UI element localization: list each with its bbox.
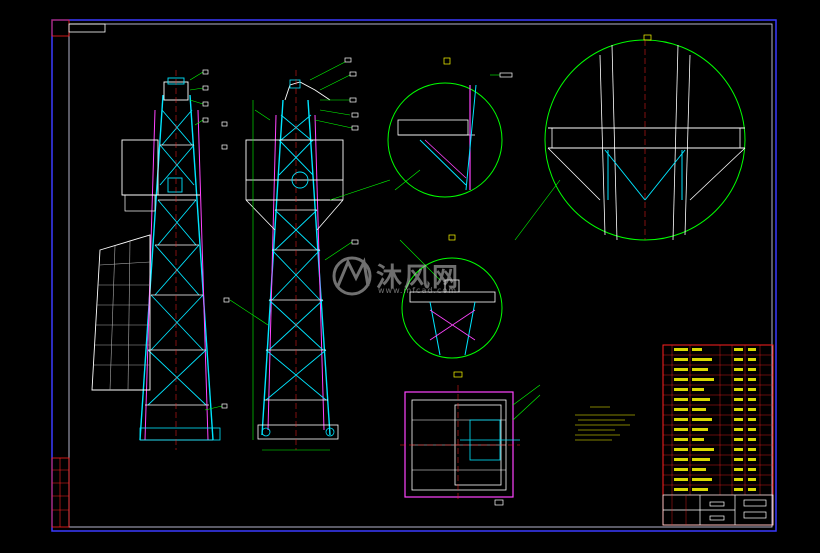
annotation-tags [202, 57, 359, 409]
tower-front-elevation [91, 70, 221, 450]
detail-circle-a [387, 57, 513, 198]
watermark-text: 沐风网 [376, 263, 461, 293]
technical-notes [575, 406, 635, 441]
annotation-leaders [189, 61, 391, 411]
detail-circle-b [514, 34, 746, 241]
detail-circle-c [399, 234, 503, 359]
watermark-logo-icon [332, 256, 372, 296]
title-block [662, 344, 774, 526]
drawing-border [51, 19, 777, 532]
watermark-url: www.mfcad.com [378, 286, 458, 295]
plan-view [400, 371, 541, 506]
tower-side-elevation [245, 70, 344, 451]
